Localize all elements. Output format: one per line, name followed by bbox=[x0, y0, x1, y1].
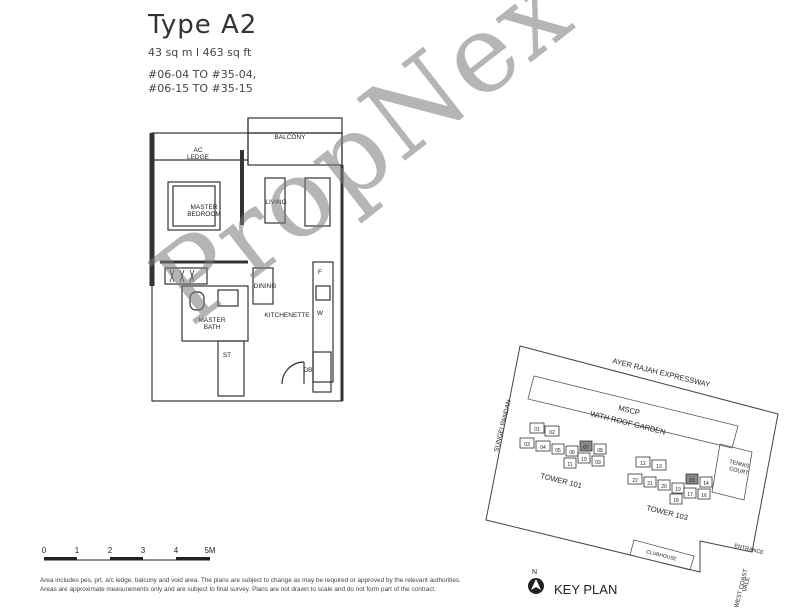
t103-unit-12: 12 bbox=[640, 461, 646, 467]
t103-unit-20: 20 bbox=[661, 484, 667, 490]
kitchenette-label: KITCHENETTE bbox=[264, 312, 310, 319]
tower-101-label: TOWER 101 bbox=[540, 471, 583, 490]
scale-label-4: 4 bbox=[174, 546, 179, 555]
entrance-label: ENTRANCE bbox=[734, 543, 765, 556]
fridge-label: F bbox=[318, 269, 322, 276]
hob bbox=[315, 285, 331, 301]
master-bath-label-2: BATH bbox=[204, 324, 221, 331]
t101-unit-04: 04 bbox=[540, 445, 546, 451]
scale-label-1: 1 bbox=[75, 546, 80, 555]
scale-label-3: 3 bbox=[141, 546, 146, 555]
expressway-label: AYER RAJAH EXPRESSWAY bbox=[612, 356, 712, 389]
west-coast-label-2: VALE bbox=[742, 577, 751, 593]
tennis-court bbox=[711, 443, 753, 501]
db-cabinet bbox=[312, 351, 332, 393]
toilet bbox=[189, 291, 205, 311]
t103-unit-14: 14 bbox=[703, 481, 709, 487]
store-label: ST bbox=[223, 352, 231, 359]
scale-label-2: 2 bbox=[108, 546, 113, 555]
t101-unit-01: 01 bbox=[534, 427, 540, 433]
wardrobe bbox=[164, 267, 208, 285]
balcony-outline bbox=[247, 117, 343, 166]
t103-unit-22: 22 bbox=[632, 478, 638, 484]
store bbox=[217, 340, 245, 397]
bed bbox=[167, 181, 221, 231]
tower-103-label: TOWER 103 bbox=[646, 503, 689, 522]
unit-numbers-line-2: #06-15 TO #35-15 bbox=[148, 82, 253, 95]
disclaimer: Area includes pes, prt, a/c ledge, balco… bbox=[40, 577, 461, 593]
t103-unit-19: 19 bbox=[675, 487, 681, 493]
master-bedroom-label-2: BEDROOM bbox=[187, 211, 221, 218]
master-bath-label-1: MASTER bbox=[198, 317, 225, 324]
clubhouse-label: CLUBHOUSE bbox=[646, 549, 678, 563]
mscp-label-1: MSCP bbox=[618, 403, 641, 417]
t103-unit-21: 21 bbox=[647, 481, 653, 487]
t101-unit-10: 10 bbox=[581, 457, 587, 463]
basin bbox=[217, 289, 239, 307]
unit-numbers-line-1: #06-04 TO #35-04, bbox=[148, 68, 257, 81]
living-label: LIVING bbox=[265, 199, 286, 206]
t103-unit-16: 16 bbox=[701, 493, 707, 499]
t103-unit-15: 15 bbox=[689, 478, 695, 484]
t101-unit-07: 07 bbox=[583, 445, 589, 451]
scale-label-0: 0 bbox=[42, 546, 47, 555]
north-arrow-pointer-icon bbox=[531, 579, 541, 590]
t103-unit-13: 13 bbox=[656, 464, 662, 470]
db-label: DB bbox=[303, 367, 312, 374]
washer-label: W bbox=[317, 310, 324, 317]
t101-unit-02: 02 bbox=[549, 430, 555, 436]
site-boundary bbox=[485, 345, 779, 573]
balcony-label: BALCONY bbox=[274, 134, 306, 141]
ac-ledge-label-1: AC bbox=[193, 147, 202, 154]
dining-label: DINING bbox=[254, 283, 277, 290]
t101-unit-09: 09 bbox=[595, 460, 601, 466]
key-plan: 01 02 03 04 05 06 07 08 09 10 11 12 13 1… bbox=[485, 345, 779, 608]
sofa bbox=[304, 177, 331, 227]
tennis-label-2: COURT bbox=[729, 466, 750, 477]
entrance-door-arc bbox=[281, 361, 305, 385]
tower-101 bbox=[519, 422, 607, 469]
t101-unit-03: 03 bbox=[524, 442, 530, 448]
bathroom-outline bbox=[181, 285, 249, 342]
t101-unit-08: 08 bbox=[597, 448, 603, 454]
sungei-pandan-label: SUNGEI PANDAN bbox=[493, 399, 513, 453]
master-bedroom-label-1: MASTER bbox=[190, 204, 217, 211]
tv-console bbox=[264, 177, 286, 224]
t101-unit-11: 11 bbox=[567, 462, 572, 468]
tower-103 bbox=[627, 456, 713, 505]
scale-label-5: 5M bbox=[204, 546, 215, 555]
unit-type-title: Type A2 bbox=[148, 10, 258, 40]
t103-unit-18: 18 bbox=[673, 498, 679, 504]
tennis-label-1: TENNIS bbox=[729, 459, 750, 470]
clubhouse-block bbox=[629, 539, 695, 571]
ac-ledge-label-2: LEDGE bbox=[187, 154, 210, 161]
dining-table bbox=[252, 267, 274, 305]
scale-bar: 0 1 2 3 4 5M bbox=[42, 546, 216, 561]
bed-inner bbox=[172, 185, 216, 227]
unit-area: 43 sq m I 463 sq ft bbox=[148, 46, 252, 59]
mscp-block bbox=[527, 375, 739, 449]
north-label: N bbox=[532, 569, 537, 576]
t101-unit-06: 06 bbox=[569, 450, 575, 456]
t101-unit-05: 05 bbox=[555, 448, 561, 454]
unit-numbers: #06-04 TO #35-04, #06-15 TO #35-15 bbox=[148, 68, 256, 96]
t103-unit-17: 17 bbox=[687, 492, 693, 498]
kitchen-counter bbox=[312, 261, 334, 383]
key-plan-label: KEY PLAN bbox=[554, 582, 618, 597]
